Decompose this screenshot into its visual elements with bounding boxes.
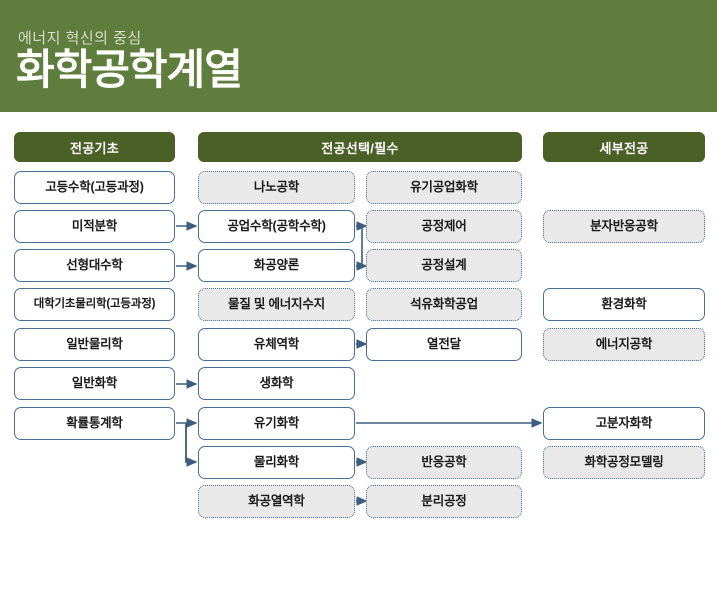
course-node-gongjeongjeeo[interactable]: 공정제어 <box>366 210 522 243</box>
course-node-hwakryultonggyehak[interactable]: 확률통계학 <box>14 407 175 440</box>
course-node-baneunggonghak[interactable]: 반응공학 <box>366 446 522 479</box>
course-node-yugigongeophwahak[interactable]: 유기공업화학 <box>366 171 522 204</box>
course-node-ilbanmullihak[interactable]: 일반물리학 <box>14 328 175 361</box>
course-node-hwahakgongjeongmodelling[interactable]: 화학공정모델링 <box>543 446 705 479</box>
course-node-seonhyeongdaesuhak[interactable]: 선형대수학 <box>14 249 175 282</box>
course-node-yuchaeyeokhak[interactable]: 유체역학 <box>198 328 355 361</box>
course-node-bunjabaneunggonghak[interactable]: 분자반응공학 <box>543 210 705 243</box>
course-node-hwagongyeolyeokhak[interactable]: 화공열역학 <box>198 485 355 518</box>
course-node-mullihwahak[interactable]: 물리화학 <box>198 446 355 479</box>
course-node-saenghwahak[interactable]: 생화학 <box>198 367 355 400</box>
course-node-muljilmichenergysuji[interactable]: 물질 및 에너지수지 <box>198 288 355 321</box>
course-node-gongjeongseolgye[interactable]: 공정설계 <box>366 249 522 282</box>
page-title: 화학공학계열 <box>16 46 243 93</box>
banner-subtitle: 에너지 혁신의 중심 <box>18 30 142 47</box>
column-header-specialization: 세부전공 <box>543 132 705 162</box>
course-node-gobunjahwahak[interactable]: 고분자화학 <box>543 407 705 440</box>
course-node-mijeokbunhak[interactable]: 미적분학 <box>14 210 175 243</box>
page-banner: 에너지 혁신의 중심 화학공학계열 <box>0 0 717 112</box>
course-node-yugihwahak[interactable]: 유기화학 <box>198 407 355 440</box>
course-node-energygonghak[interactable]: 에너지공학 <box>543 328 705 361</box>
course-node-hwangyeonghwahak[interactable]: 환경화학 <box>543 288 705 321</box>
course-node-daehakgichomullihak[interactable]: 대학기초물리학(고등과정) <box>14 288 175 321</box>
course-node-seokyuhwahakgongeop[interactable]: 석유화학공업 <box>366 288 522 321</box>
column-header-basics: 전공기초 <box>14 132 175 162</box>
course-node-nanogonghak[interactable]: 나노공학 <box>198 171 355 204</box>
course-node-ilbanhwahak[interactable]: 일반화학 <box>14 367 175 400</box>
course-node-bunrigongjeong[interactable]: 분리공정 <box>366 485 522 518</box>
course-node-godeungsuhak[interactable]: 고등수학(고등과정) <box>14 171 175 204</box>
course-node-yeoljeondal[interactable]: 열전달 <box>366 328 522 361</box>
curriculum-diagram: 전공기초 전공선택/필수 세부전공 고등수학(고등과정) 미적분학 선형대수학 … <box>0 112 717 600</box>
course-node-gongeopsuhak[interactable]: 공업수학(공학수학) <box>198 210 355 243</box>
course-node-hwagongyangron[interactable]: 화공양론 <box>198 249 355 282</box>
column-header-major: 전공선택/필수 <box>198 132 522 162</box>
